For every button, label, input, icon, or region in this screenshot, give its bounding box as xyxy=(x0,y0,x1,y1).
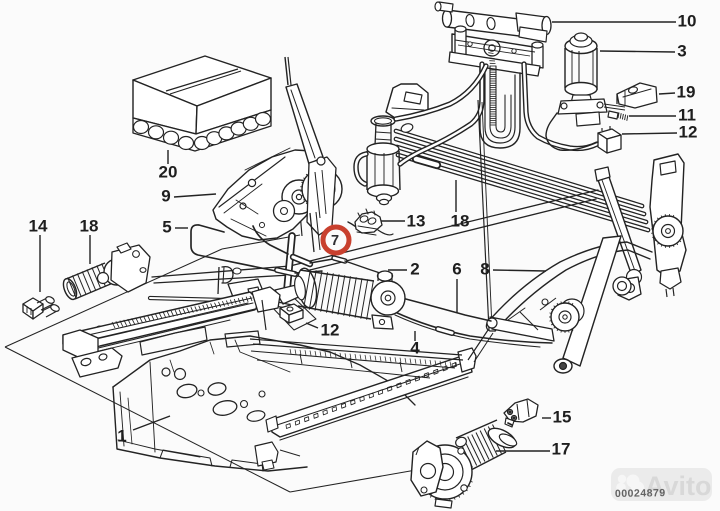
svg-text:18: 18 xyxy=(80,216,99,235)
svg-text:11: 11 xyxy=(678,105,696,124)
svg-text:2: 2 xyxy=(410,259,419,278)
svg-text:17: 17 xyxy=(552,439,571,458)
svg-text:10: 10 xyxy=(678,11,697,30)
svg-text:13: 13 xyxy=(407,211,426,230)
svg-text:12: 12 xyxy=(679,122,698,141)
svg-text:19: 19 xyxy=(677,82,696,101)
svg-text:1: 1 xyxy=(117,426,126,445)
svg-text:Avito: Avito xyxy=(645,471,712,501)
svg-text:3: 3 xyxy=(677,41,686,60)
svg-text:8: 8 xyxy=(480,259,489,278)
svg-text:12: 12 xyxy=(321,320,340,339)
svg-text:7: 7 xyxy=(331,233,339,249)
svg-text:6: 6 xyxy=(452,259,461,278)
svg-text:4: 4 xyxy=(410,338,420,357)
svg-text:5: 5 xyxy=(162,217,171,236)
svg-text:15: 15 xyxy=(553,407,572,426)
svg-text:14: 14 xyxy=(29,216,48,235)
svg-text:9: 9 xyxy=(161,186,170,205)
svg-text:18: 18 xyxy=(451,211,470,230)
svg-text:20: 20 xyxy=(159,162,178,181)
svg-text:00024879: 00024879 xyxy=(615,487,666,500)
